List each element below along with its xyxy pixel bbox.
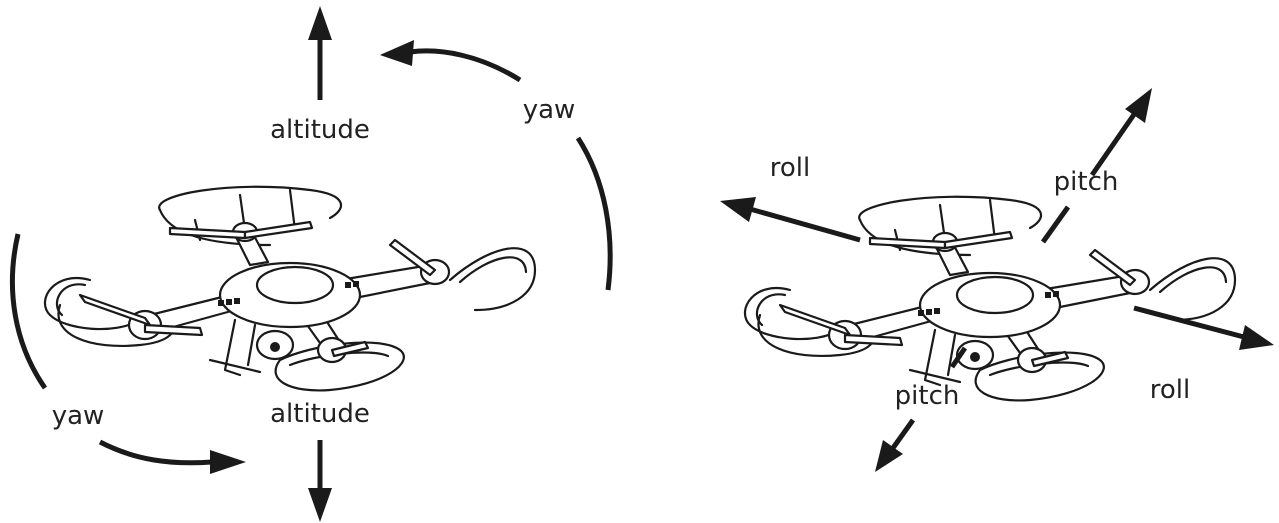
roll-right-arrow-icon — [1133, 305, 1274, 350]
roll-left-arrow-icon — [720, 197, 861, 243]
pitch-top-arrow-icon — [1040, 88, 1152, 244]
altitude-top-label: altitude — [270, 115, 370, 145]
roll-right-label: roll — [1150, 375, 1190, 405]
pitch-top-label: pitch — [1054, 167, 1119, 197]
yaw-top-label: yaw — [523, 95, 576, 125]
pitch-bottom-arrow-icon — [875, 346, 968, 472]
roll-left-label: roll — [770, 153, 810, 183]
altitude-down-arrow-icon — [308, 440, 332, 522]
pitch-bottom-label: pitch — [895, 381, 960, 411]
altitude-up-arrow-icon — [308, 6, 332, 100]
yaw-bottom-curved-arrow-icon — [9, 233, 246, 474]
left-drone-illustration — [43, 185, 537, 392]
altitude-bottom-label: altitude — [270, 399, 370, 429]
yaw-top-curved-arrow-icon — [380, 40, 613, 291]
yaw-bottom-label: yaw — [52, 401, 105, 431]
